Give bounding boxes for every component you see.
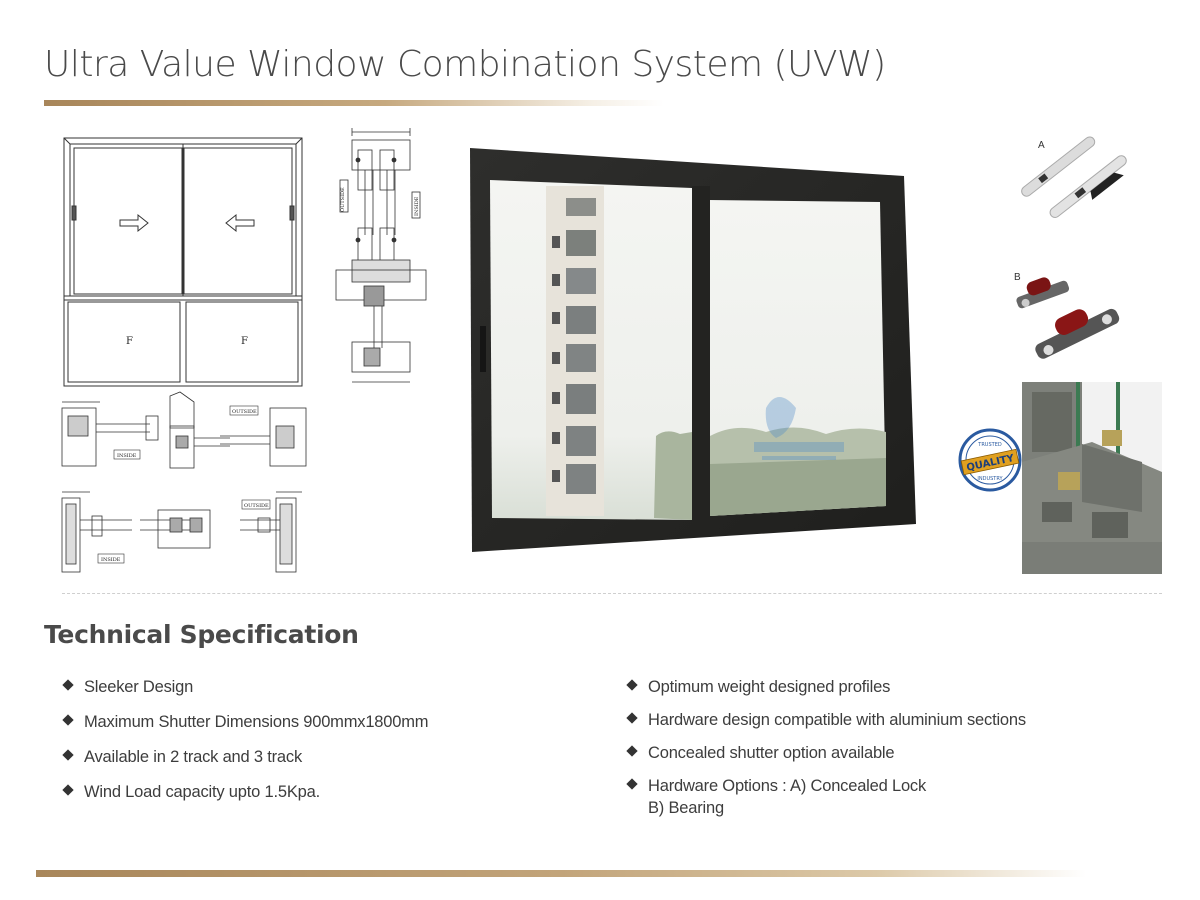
technical-drawings: F F	[40, 120, 450, 590]
spec-item: Available in 2 track and 3 track	[62, 746, 428, 768]
watermark-logo	[754, 397, 844, 460]
spec-item-text: Optimum weight designed profiles	[648, 678, 891, 696]
vertical-section-drawing	[335, 128, 427, 383]
building-tower	[546, 186, 604, 516]
bottom-section-inside-label: INSIDE	[101, 557, 121, 563]
spec-list-right: Optimum weight designed profiles Hardwar…	[626, 676, 1026, 830]
hardware-b-label: B	[1014, 272, 1021, 283]
horizontal-section-drawing-top	[61, 391, 307, 469]
section-divider	[62, 593, 1162, 594]
bearing-roller-hardware-image	[1010, 268, 1126, 365]
spec-item: Concealed shutter option available	[626, 742, 1026, 764]
badge-top-text: TRUSTED	[977, 442, 1002, 448]
diamond-bullet-icon	[62, 714, 74, 726]
spec-item-text: Concealed shutter option available	[648, 744, 895, 762]
diamond-bullet-icon	[62, 679, 74, 691]
spec-heading: Technical Specification	[44, 620, 359, 649]
sliding-window-photo	[466, 146, 920, 554]
spec-list-left: Sleeker Design Maximum Shutter Dimension…	[62, 676, 429, 816]
hardware-a-label: A	[1038, 140, 1045, 151]
spec-item-text: Hardware design compatible with aluminiu…	[648, 711, 1026, 729]
diamond-bullet-icon	[626, 679, 638, 691]
spec-item: Optimum weight designed profiles	[626, 676, 1026, 698]
fixed-panel-label-right: F	[241, 336, 248, 347]
diamond-bullet-icon	[62, 749, 74, 761]
diamond-bullet-icon	[62, 784, 74, 796]
horizontal-section-outside-label: OUTSIDE	[232, 409, 257, 415]
spec-item: Maximum Shutter Dimensions 900mmx1800mm	[62, 711, 429, 733]
quality-badge: TRUSTED QUALITY INDUSTRY	[958, 428, 1022, 497]
window-elevation-drawing	[63, 137, 303, 387]
diamond-bullet-icon	[626, 778, 638, 790]
badge-bottom-text: INDUSTRY	[977, 476, 1003, 482]
section-inside-label: INSIDE	[414, 196, 420, 216]
title-underline	[44, 100, 664, 106]
diamond-bullet-icon	[626, 712, 638, 724]
spec-item-subtext: B) Bearing	[648, 799, 724, 817]
spec-item-text: Available in 2 track and 3 track	[84, 748, 303, 766]
spec-item-text: Hardware Options : A) Concealed Lock	[648, 777, 927, 795]
concealed-lock-hardware-image	[1018, 128, 1144, 229]
spec-item-text: Maximum Shutter Dimensions 900mmx1800mm	[84, 713, 429, 731]
spec-item-text: Sleeker Design	[84, 678, 194, 696]
spec-item: Hardware design compatible with aluminiu…	[626, 709, 1026, 731]
footer-rule	[36, 870, 1086, 877]
section-outside-label: OUTSIDE	[340, 187, 346, 212]
diamond-bullet-icon	[626, 745, 638, 757]
horizontal-section-inside-label: INSIDE	[117, 453, 137, 459]
spec-item: Sleeker Design	[62, 676, 428, 698]
bottom-section-outside-label: OUTSIDE	[244, 503, 269, 509]
horizontal-section-drawing-bottom	[61, 491, 302, 573]
spec-item: Hardware Options : A) Concealed Lock B) B…	[626, 775, 1026, 819]
aluminium-profile-section-image	[1022, 382, 1162, 579]
page-title: Ultra Value Window Combination System (U…	[44, 44, 886, 85]
spec-item: Wind Load capacity upto 1.5Kpa.	[62, 781, 428, 803]
spec-item-text: Wind Load capacity upto 1.5Kpa.	[84, 783, 320, 801]
fixed-panel-label-left: F	[126, 336, 133, 347]
